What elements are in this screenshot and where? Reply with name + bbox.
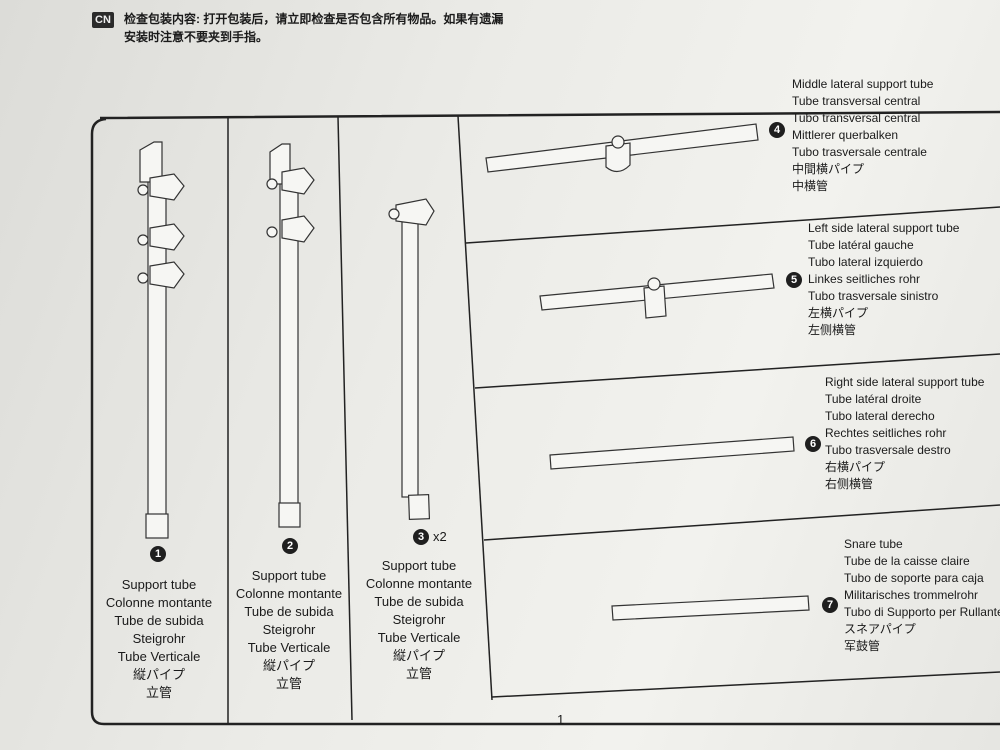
part-number-4: 4 (769, 122, 785, 138)
part-3-quantity: x2 (433, 529, 447, 544)
row-divider-2 (474, 353, 1000, 389)
part-number-6: 6 (805, 436, 821, 452)
tube-7-drawing (611, 595, 810, 621)
part-number-3: 3 (413, 529, 429, 545)
tube-2-drawing (266, 143, 315, 528)
header-line-2: 安装时注意不要夹到手指。 (124, 30, 269, 44)
part-number-1: 1 (150, 546, 166, 562)
row-divider-1 (465, 206, 1000, 244)
tube-5-drawing (539, 273, 775, 319)
row-divider-3 (483, 504, 1000, 541)
language-badge: CN (92, 12, 114, 28)
outer-frame (90, 110, 1000, 726)
tube-4-drawing (485, 123, 759, 173)
part-number-2: 2 (282, 538, 298, 554)
part-number-7: 7 (822, 597, 838, 613)
page-number: 1 (557, 712, 565, 727)
row-divider-4 (491, 671, 1000, 698)
divider-3 (457, 115, 493, 701)
header-line-1: 检查包装内容: 打开包装后，请立即检查是否包含所有物品。如果有遗漏 (124, 12, 504, 26)
part-number-5: 5 (786, 272, 802, 288)
divider-2 (337, 116, 353, 721)
tube-3-drawing (388, 198, 435, 520)
tube-6-drawing (549, 436, 795, 470)
tube-1-drawing (137, 141, 185, 539)
